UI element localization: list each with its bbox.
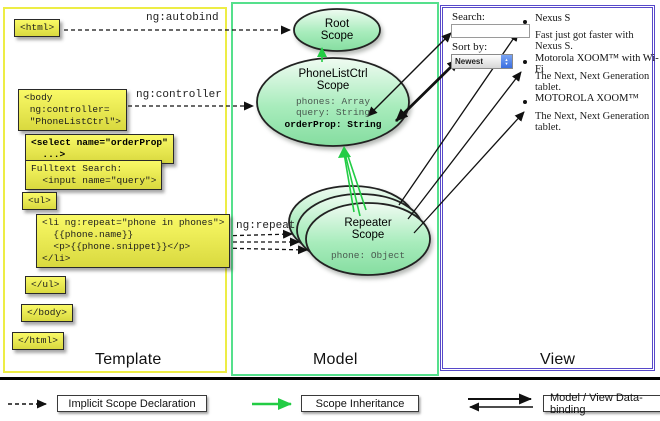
- phonelistctrl-prop-phones: phones: Array: [295, 96, 371, 107]
- model-panel-label: Model: [313, 351, 358, 368]
- phone-item-title: MOTOROLA XOOM™: [535, 93, 639, 104]
- code-html-open: <html>: [14, 19, 61, 37]
- bullet-icon: [523, 100, 527, 104]
- phonelistctrl-prop-query: query: String: [295, 107, 371, 118]
- view-panel-label: View: [540, 351, 576, 368]
- code-fulltext-search: Fulltext Search: <input name="query">: [25, 160, 163, 190]
- sort-by-label: Sort by:: [452, 41, 488, 53]
- legend-scope-inheritance-box: Scope Inheritance: [301, 395, 419, 412]
- phone-item-title: Nexus S: [535, 13, 571, 24]
- phone-item-desc: The Next, Next Generation tablet.: [535, 71, 650, 93]
- code-ul-open: <ul>: [22, 192, 57, 210]
- phone-item-desc: Fast just got faster with Nexus S.: [535, 30, 634, 52]
- code-ul-close: </ul>: [25, 276, 66, 294]
- search-input[interactable]: [451, 24, 530, 38]
- repeater-scope-title: Repeater Scope: [344, 217, 392, 241]
- root-scope-title: Root Scope: [320, 18, 354, 42]
- phonelistctrl-scope-title: PhoneListCtrl Scope: [298, 68, 368, 92]
- dropdown-stepper-icon: ▲▼: [501, 55, 512, 68]
- legend-separator: [0, 377, 660, 380]
- code-body-close: </body>: [21, 304, 73, 322]
- code-html-close: </html>: [12, 332, 64, 350]
- bullet-icon: [523, 60, 527, 64]
- ng-repeat-label: ng:repeat: [236, 220, 296, 232]
- bullet-icon: [523, 20, 527, 24]
- sort-dropdown-value: Newest: [455, 57, 484, 66]
- code-body-open: <body ng:controller= "PhoneListCtrl">: [18, 89, 127, 131]
- template-panel: [3, 7, 227, 373]
- legend-implicit-scope-box: Implicit Scope Declaration: [57, 395, 207, 412]
- ng-controller-label: ng:controller: [136, 89, 222, 101]
- phone-item-desc: The Next, Next Generation tablet.: [535, 111, 650, 133]
- ng-autobind-label: ng:autobind: [146, 12, 219, 24]
- legend-data-binding-box: Model / View Data-binding: [543, 392, 660, 416]
- phonelistctrl-prop-orderprop: orderProp: String: [284, 119, 382, 130]
- sort-dropdown[interactable]: Newest ▲▼: [451, 54, 513, 69]
- phone-item-title: Motorola XOOM™ with Wi-Fi: [535, 53, 659, 75]
- code-li-repeat: <li ng:repeat="phone in phones"> {{phone…: [36, 214, 231, 268]
- template-panel-label: Template: [95, 351, 162, 368]
- code-select: <select name="orderProp" ...>: [25, 134, 174, 164]
- repeater-prop-phone: phone: Object: [330, 250, 406, 261]
- model-panel: [231, 2, 439, 376]
- search-label: Search:: [452, 11, 485, 23]
